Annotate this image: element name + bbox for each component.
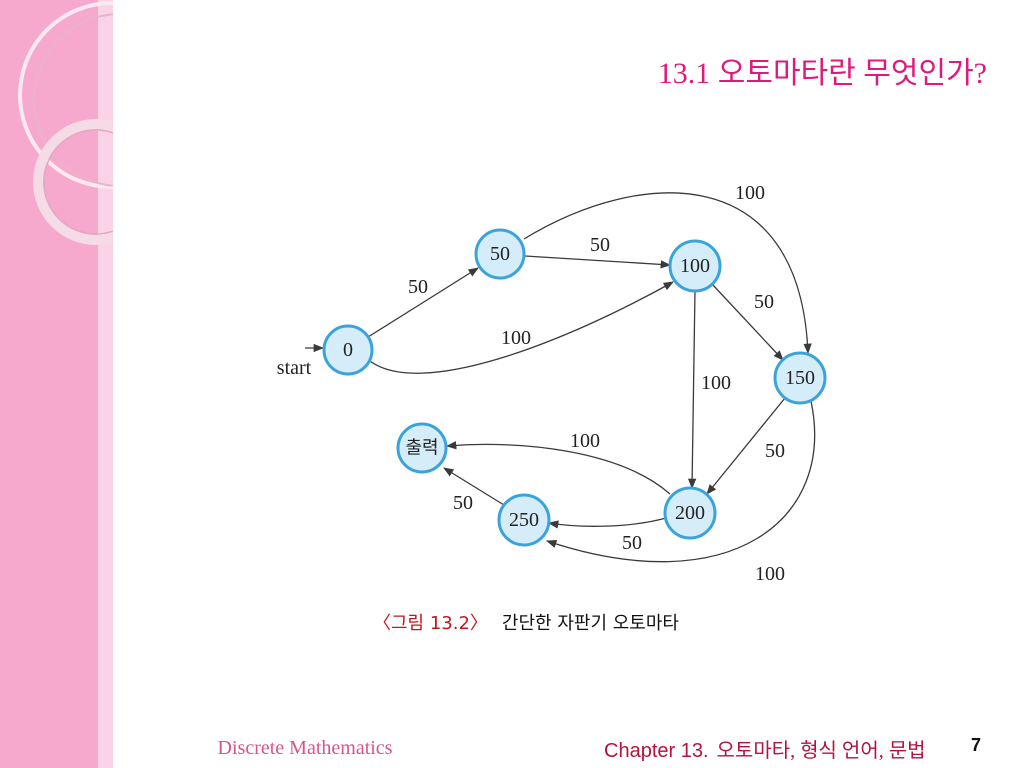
transition-label-100-to-200: 100: [701, 372, 731, 394]
state-0: 0: [322, 324, 374, 376]
footer-chapter-title: 오토마타, 형식 언어, 문법: [716, 740, 926, 762]
transition-100-to-150: [711, 283, 784, 361]
figure-caption-text: 간단한 자판기 오토마타: [501, 613, 679, 634]
footer-course: Discrete Mathematics: [217, 737, 393, 759]
transition-200-to-250: [547, 517, 667, 529]
transition-label-250-to-output: 50: [453, 492, 473, 514]
state-200-circle: [663, 486, 717, 540]
state-150-label: 150: [785, 367, 815, 389]
state-200: 200: [663, 486, 717, 540]
state-150: 150: [773, 351, 827, 405]
footer-chapter-number: Chapter 13.: [604, 740, 709, 762]
transition-label-50-to-150: 100: [735, 182, 765, 204]
state-0-label: 0: [343, 339, 353, 361]
transition-label-50-to-100: 50: [590, 234, 610, 256]
transition-label-200-to-250: 50: [622, 532, 642, 554]
transition-200-to-output: [445, 441, 671, 495]
state-150-circle: [773, 351, 827, 405]
transition-150-to-200: [706, 397, 786, 495]
transition-100-to-200: [687, 289, 697, 490]
figure-caption: 〈그림 13.2〉 간단한 자판기 오토마타: [373, 609, 679, 635]
transition-50-to-100: [524, 255, 672, 269]
state-100-label: 100: [680, 255, 710, 277]
transition-0-to-100: [369, 281, 674, 374]
state-50-circle: [474, 228, 526, 280]
state-200-label: 200: [675, 502, 705, 524]
transition-250-to-output: [443, 467, 505, 506]
state-100: 100: [668, 239, 722, 293]
state-250-circle: [497, 493, 551, 547]
transition-0-to-50: [367, 267, 479, 338]
page-number: 7: [971, 735, 982, 755]
figure-reference: 〈그림 13.2〉: [373, 613, 488, 634]
transition-label-200-to-output: 100: [570, 430, 600, 452]
slide-title: 13.1 오토마타란 무엇인가?: [657, 57, 987, 90]
transition-label-150-to-200: 50: [765, 440, 785, 462]
decorative-sidebar: [0, 0, 113, 768]
transition-label-0-to-50: 50: [408, 276, 428, 298]
state-100-circle: [668, 239, 722, 293]
state-output-circle: [396, 422, 448, 474]
transition-label-0-to-100: 100: [501, 327, 531, 349]
state-50: 50: [474, 228, 526, 280]
footer-chapter: Chapter 13. 오토마타, 형식 언어, 문법: [604, 734, 926, 763]
transition-50-to-150: [523, 192, 812, 355]
start-label: start: [277, 357, 312, 379]
transition-label-100-to-150: 50: [754, 291, 774, 313]
transition-label-150-to-250: 100: [755, 563, 785, 585]
state-250: 250: [497, 493, 551, 547]
transition-150-to-250: [546, 400, 816, 563]
state-output-label: 출력: [405, 438, 438, 459]
state-250-label: 250: [509, 509, 539, 531]
state-output: 출력: [396, 422, 448, 474]
state-50-label: 50: [490, 243, 510, 265]
state-0-circle: [322, 324, 374, 376]
